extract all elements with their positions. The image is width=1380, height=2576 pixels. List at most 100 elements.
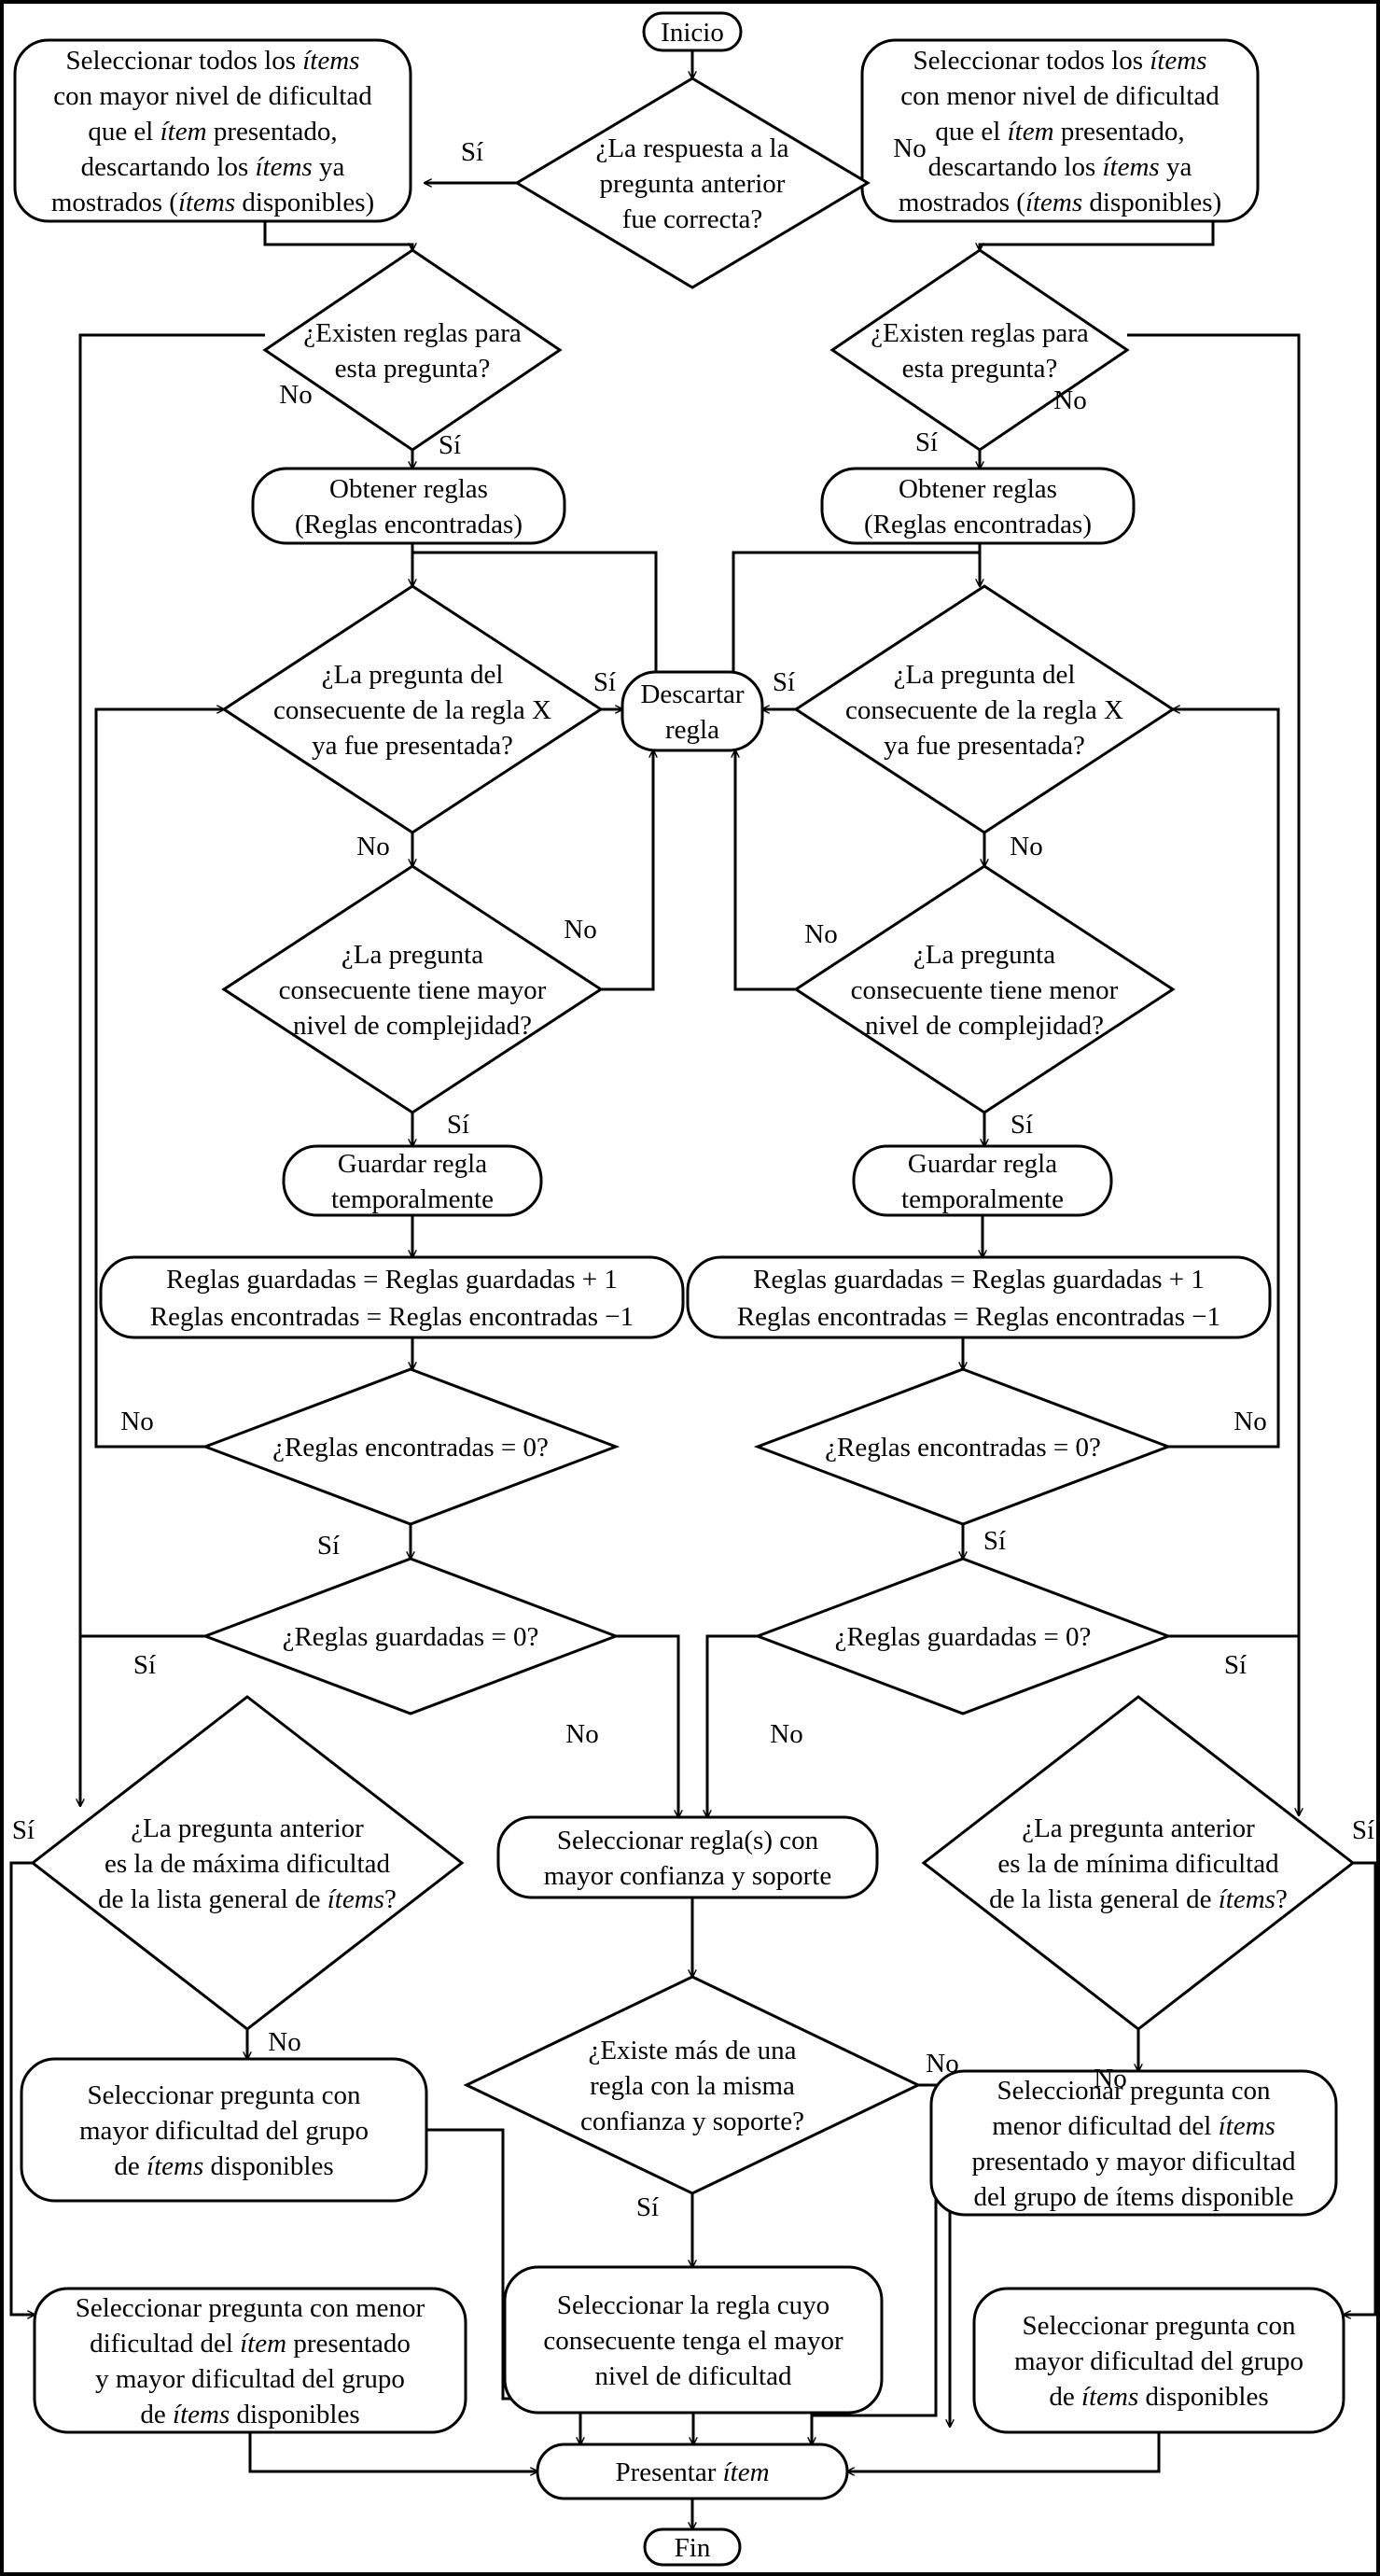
node-text-line: ¿Existen reglas para: [303, 318, 522, 348]
node-text-line: Seleccionar la regla cuyo: [557, 2290, 829, 2320]
node-text-line: Descartar: [640, 679, 744, 709]
node-fin: Fin: [643, 2527, 742, 2567]
node-text-line: que el ítem presentado,: [88, 117, 337, 147]
edge-label-si: Sí: [461, 137, 483, 167]
node-text-line: Reglas encontradas = Reglas encontradas …: [737, 1302, 1220, 1332]
node-text-line: de la lista general de ítems?: [989, 1884, 1288, 1914]
edge-label-si: Sí: [1352, 1815, 1374, 1845]
connector-18: [735, 750, 796, 991]
connector-4: [980, 221, 1215, 250]
node-text-line: ¿La respuesta a la: [596, 133, 789, 163]
node-text-line: (Reglas encontradas): [295, 510, 523, 539]
edge-label-no: No: [356, 832, 389, 861]
node-shape: [753, 1367, 1173, 1526]
node-text-line: ya fue presentada?: [884, 731, 1085, 761]
edge-label-no: No: [564, 915, 596, 945]
node-guardadas-l: ¿Reglas guardadas = 0?: [201, 1557, 620, 1715]
node-text-line: descartando los ítems ya: [81, 152, 345, 182]
connector-11: [412, 551, 658, 672]
connector-17: [601, 750, 653, 991]
node-text-line: Seleccionar pregunta con: [1022, 2311, 1296, 2341]
node-text-line: Inicio: [661, 18, 724, 48]
edge-label-no: No: [1234, 1407, 1266, 1436]
node-text-line: Reglas guardadas = Reglas guardadas + 1: [753, 1265, 1205, 1295]
node-shape: [921, 1695, 1356, 2031]
node-text-line: ¿Reglas guardadas = 0?: [283, 1622, 539, 1652]
node-text-line: Seleccionar pregunta con: [997, 2076, 1271, 2106]
node-shape: [503, 2265, 884, 2415]
node-text-line: nivel de complejidad?: [865, 1011, 1104, 1041]
node-text-line: ¿Existe más de una: [588, 2036, 796, 2065]
node-text-line: nivel de complejidad?: [293, 1011, 532, 1041]
node-encontradas-r: ¿Reglas encontradas = 0?: [753, 1367, 1173, 1526]
node-shape: [536, 2443, 849, 2500]
node-text-line: descartando los ítems ya: [928, 152, 1192, 182]
node-text-line: presentado y mayor dificultad: [971, 2147, 1296, 2177]
node-shape: [793, 584, 1176, 834]
node-shape: [201, 1367, 620, 1526]
node-text-line: dificultad del ítem presentado: [90, 2329, 411, 2359]
connector-37: [9, 1861, 35, 2315]
node-text-line: de ítems disponibles: [140, 2400, 359, 2429]
node-text-line: y mayor dificultad del grupo: [95, 2364, 405, 2394]
node-text-line: pregunta anterior: [600, 169, 786, 199]
edge-label-no: No: [279, 380, 312, 410]
node-text-line: Guardar regla: [908, 1149, 1057, 1179]
node-shape: [620, 670, 764, 752]
node-text-line: de la lista general de ítems?: [98, 1884, 397, 1914]
node-text-line: fue correcta?: [622, 204, 763, 234]
edge-label-si: Sí: [593, 667, 616, 697]
edge-label-no: No: [804, 919, 837, 949]
node-shape: [642, 11, 743, 52]
node-shape: [262, 248, 563, 452]
node-obtener-l: Obtener reglas (Reglas encontradas): [251, 467, 566, 545]
edge-label-no: No: [120, 1407, 153, 1436]
node-text-line: mayor confianza y soporte: [544, 1861, 831, 1891]
connector-25: [94, 709, 224, 1449]
node-text-line: con mayor nivel de dificultad: [53, 81, 372, 111]
node-text-line: ¿La pregunta anterior: [1022, 1813, 1255, 1843]
node-text-line: Obtener reglas: [329, 474, 488, 504]
node-text-line: Seleccionar todos los ítems: [66, 46, 360, 76]
edge-label-no: No: [1053, 385, 1086, 415]
node-text-line: esta pregunta?: [902, 354, 1058, 384]
node-text-line: ¿Reglas encontradas = 0?: [825, 1433, 1101, 1463]
node-contador-l: Reglas guardadas = Reglas guardadas + 1R…: [99, 1255, 685, 1339]
node-text-line: es la de máxima dificultad: [105, 1849, 391, 1879]
node-text-line: de ítems disponibles: [1049, 2382, 1268, 2412]
connector-35: [812, 2083, 938, 2444]
node-shape: [972, 2287, 1345, 2434]
node-text-line: regla con la misma: [590, 2071, 795, 2101]
node-text-line: consecuente de la regla X: [273, 695, 551, 725]
node-shape: [201, 1557, 620, 1715]
edge-label-si: Sí: [983, 1526, 1006, 1556]
node-shape: [686, 1255, 1272, 1339]
node-text-line: mayor dificultad del grupo: [79, 2116, 369, 2146]
node-shape: [251, 467, 566, 545]
node-obtener-r: Obtener reglas(Reglas encontradas): [820, 467, 1136, 545]
connector-8: [1127, 333, 1301, 1807]
edge-label-no: No: [268, 2027, 300, 2057]
connector-26: [1168, 709, 1280, 1449]
connector-31: [616, 1634, 678, 1817]
edge-label-si: Sí: [773, 667, 795, 697]
node-presentar: Presentar ítem: [536, 2443, 849, 2500]
node-text-line: que el ítem presentado,: [935, 117, 1184, 147]
connector-43: [847, 2432, 1161, 2471]
node-text-line: Seleccionar pregunta con menor: [76, 2293, 425, 2323]
connectors: [9, 50, 1377, 2529]
node-shape: [820, 467, 1136, 545]
